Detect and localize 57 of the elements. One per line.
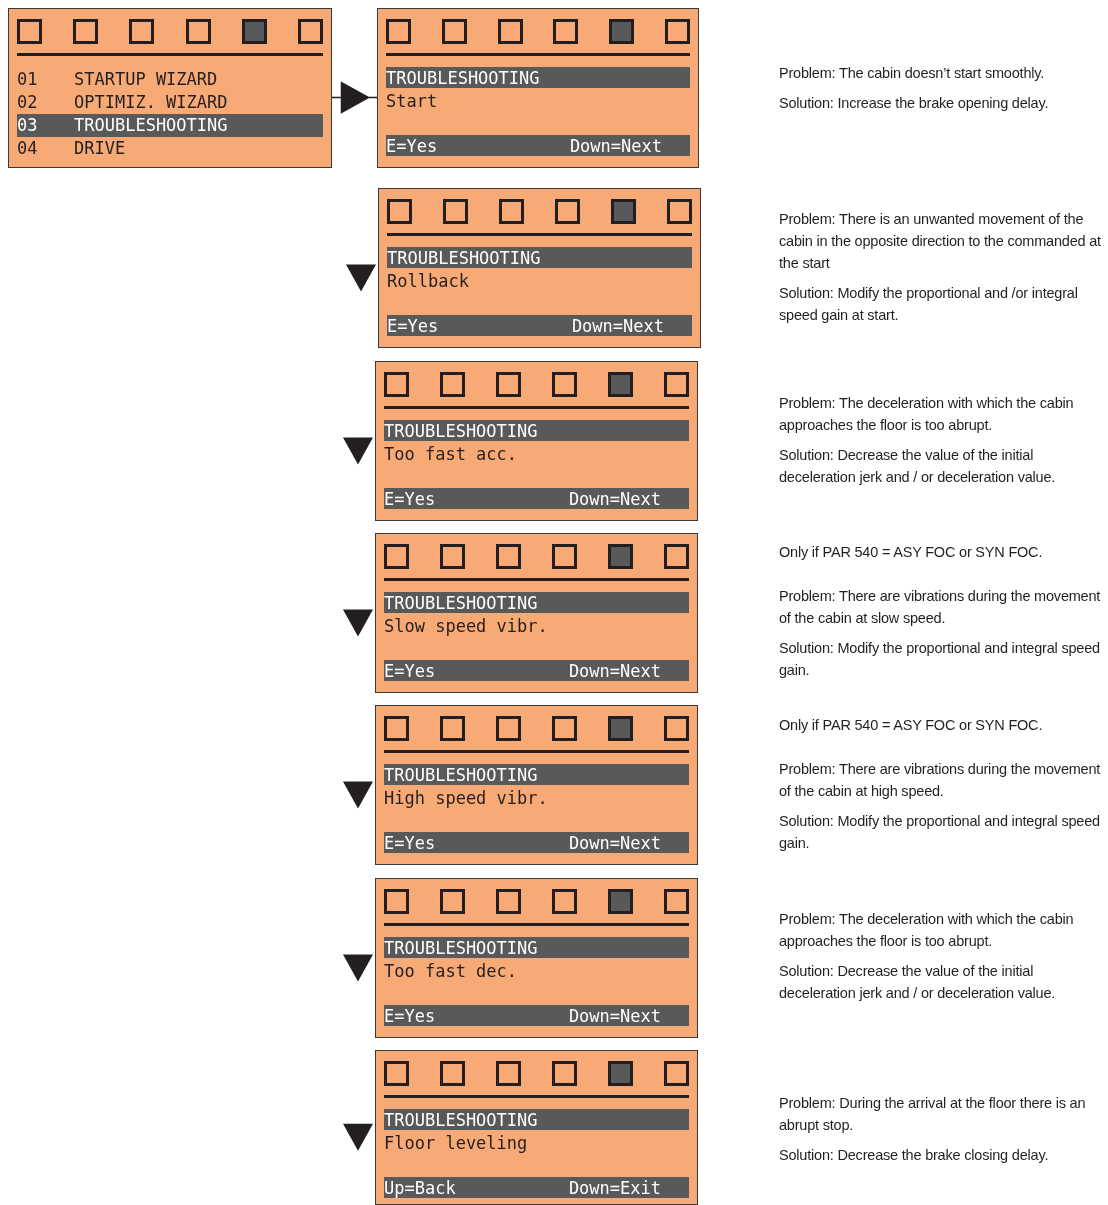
note-text: Only if PAR 540 = ASY FOC or SYN FOC. — [779, 716, 1044, 735]
softkey-label: Down=Next — [571, 315, 664, 336]
note-text: Solution: Modify the proportional and integral speed gain. — [779, 639, 1101, 680]
screen-text: Slow speed vibr. — [384, 615, 548, 637]
note-text: Problem: During the arrival at the floor there is an abrupt stop. — [779, 1094, 1087, 1135]
title-bar: TROUBLESHOOTING — [386, 67, 690, 88]
note-text: Only if PAR 540 = ASY FOC or SYN FOC. — [779, 543, 1044, 562]
note-text: Solution: Increase the brake opening delay. — [779, 94, 1050, 113]
highlighted-menu-row: 03 TROUBLESHOOTING — [17, 114, 323, 137]
display-screen — [375, 705, 698, 865]
softkey-label: Down=Next — [568, 832, 661, 853]
softkey-label: Down=Next — [568, 488, 661, 509]
softkey-label: E=Yes — [387, 315, 439, 336]
title-bar: TROUBLESHOOTING — [384, 592, 689, 613]
note-text: Solution: Decrease the brake closing delay. — [779, 1146, 1050, 1165]
menu-row-text: 04 DRIVE — [17, 137, 127, 160]
display-screen — [375, 533, 698, 693]
title-bar: TROUBLESHOOTING — [387, 247, 692, 268]
title-bar: TROUBLESHOOTING — [384, 764, 689, 785]
softkey-label: Down=Next — [568, 660, 661, 681]
menu-row-text: 02 OPTIMIZ. WIZARD — [17, 91, 229, 114]
softkey-label: Up=Back — [384, 1177, 456, 1198]
screen-text: Too fast dec. — [384, 960, 518, 982]
display-screen — [375, 1050, 698, 1205]
screen-text: High speed vibr. — [384, 787, 548, 809]
note-text: Problem: There are vibrations during the movement of the cabin at slow speed. — [779, 587, 1102, 628]
softkey-label: Down=Next — [569, 135, 662, 156]
note-text: Solution: Decrease the value of the initial deceleration jerk and / or deceleration value. — [779, 446, 1057, 487]
display-screen — [375, 361, 698, 521]
display-screen — [378, 188, 701, 348]
softkey-label: E=Yes — [384, 660, 436, 681]
softkey-label: Down=Next — [568, 1005, 661, 1026]
menu-row-text: 01 STARTUP WIZARD — [17, 68, 219, 91]
display-screen — [375, 878, 698, 1038]
title-bar: TROUBLESHOOTING — [384, 1109, 689, 1130]
arrow — [331, 81, 378, 114]
softkey-label: Down=Exit — [568, 1177, 661, 1198]
note-text: Problem: The deceleration with which the cabin approaches the floor is too abrupt. — [779, 910, 1075, 951]
softkey-label: E=Yes — [384, 832, 436, 853]
note-text: Problem: The deceleration with which the cabin approaches the floor is too abrupt. — [779, 394, 1075, 435]
note-text: Solution: Modify the proportional and integral speed gain. — [779, 812, 1101, 853]
title-bar: TROUBLESHOOTING — [384, 420, 689, 441]
display-screen — [377, 8, 699, 168]
screen-text: Floor leveling — [384, 1132, 528, 1154]
note-text: Solution: Modify the proportional and /or integral speed gain at start. — [779, 284, 1079, 325]
softkey-label: E=Yes — [384, 1005, 436, 1026]
screen-text: Too fast acc. — [384, 443, 518, 465]
display-screen — [8, 8, 332, 168]
screen-text: Start — [386, 90, 438, 112]
screen-text: Rollback — [387, 270, 469, 292]
softkey-label: E=Yes — [384, 488, 436, 509]
note-text: Problem: The cabin doesn’t start smoothly. — [779, 64, 1046, 83]
note-text: Problem: There are vibrations during the movement of the cabin at high speed. — [779, 760, 1102, 801]
note-text: Solution: Decrease the value of the initial deceleration jerk and / or deceleration value. — [779, 962, 1057, 1003]
softkey-label: E=Yes — [386, 135, 438, 156]
title-bar: TROUBLESHOOTING — [384, 937, 689, 958]
note-text: Problem: There is an unwanted movement of the cabin in the opposite direction to the commanded at the start — [779, 210, 1102, 273]
